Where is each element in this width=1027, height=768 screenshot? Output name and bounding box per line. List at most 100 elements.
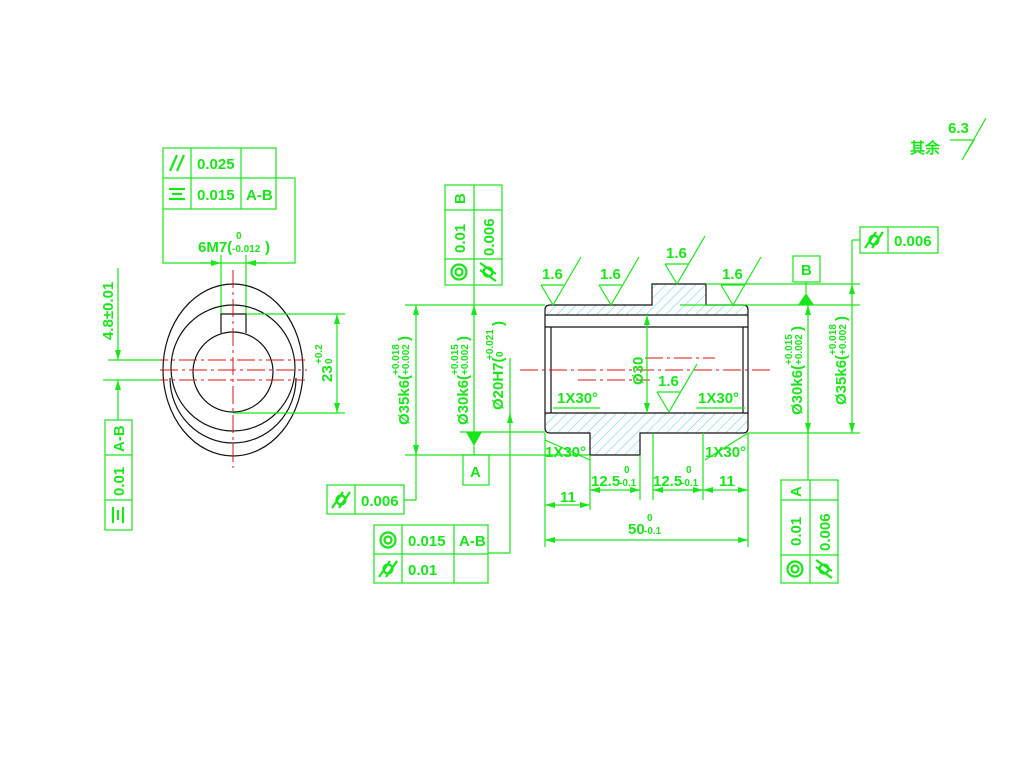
symmetry-icon — [111, 505, 125, 525]
datum-reference: B — [452, 193, 469, 204]
bore-dia-dimension: Ø30 — [630, 315, 650, 413]
datum-reference: A-B — [111, 425, 128, 452]
tolerance-upper: +0.018 — [391, 344, 402, 375]
cylindricity-icon — [814, 558, 834, 580]
chamfer-labels: 1X30° 1X30° 1X30° 1X30° — [544, 390, 749, 461]
tolerance-upper: 0 — [647, 513, 653, 524]
roughness-value: 1.6 — [658, 373, 679, 390]
dimension-text: ) — [833, 316, 850, 321]
symmetry-icon — [167, 187, 187, 201]
concentricity-icon — [786, 560, 804, 578]
datum-b: B — [792, 255, 821, 305]
roughness-symbols: 1.6 1.6 1.6 1.6 1.6 — [540, 235, 762, 414]
roughness-symbol-icon — [950, 117, 987, 161]
roughness-symbol: 1.6 — [540, 256, 582, 307]
tolerance-value: 0.01 — [111, 467, 128, 496]
datum-reference: A-B — [246, 187, 273, 204]
tolerance-lower: +0.002 — [401, 344, 412, 375]
key-depth-dimension: 23 +0.2 0 — [233, 313, 345, 414]
roughness-symbol: 1.6 — [598, 256, 640, 307]
left-view: 0.025 0.015 A-B 6M7( 0 -0.012 ) — [100, 147, 345, 531]
fcf-side-left: A-B 0.01 — [104, 419, 133, 531]
cylindricity-icon — [330, 490, 352, 510]
roughness-symbol: 1.6 — [664, 235, 706, 286]
tolerance-value: 0.01 — [408, 562, 437, 579]
dia-35-right-dimension: Ø35k6( +0.018 +0.002 ) — [828, 239, 860, 433]
cylindricity-icon — [478, 261, 498, 283]
dimension-text: 12.5 — [591, 473, 620, 490]
dia-30-right-dimension: Ø30k6( +0.015 +0.002 ) — [784, 305, 811, 480]
chamfer-label: 1X30° — [698, 390, 739, 407]
section-view: B 0.01 0.006 A Ø35k6( +0.018 — [326, 184, 939, 584]
concentricity-icon — [379, 531, 397, 549]
tolerance-value: 0.006 — [361, 493, 399, 510]
tolerance-value: 0.006 — [894, 233, 932, 250]
tolerance-value: 0.025 — [197, 156, 235, 173]
dimension-text: Ø35k6( — [396, 375, 413, 425]
datum-reference: A-B — [459, 533, 486, 550]
dia-20-dimension: Ø20H7( +0.021 0 ) — [485, 321, 513, 554]
roughness-value: 1.6 — [600, 266, 621, 283]
roughness-symbol: 1.6 — [720, 256, 762, 307]
fcf-flatness-left: 0.006 — [326, 455, 417, 515]
parallelism-icon — [168, 153, 186, 173]
dimension-text: ) — [396, 336, 413, 341]
tolerance-value: 0.01 — [788, 517, 805, 546]
centerlines — [150, 270, 307, 468]
general-roughness-label: 其余 — [910, 139, 941, 157]
tolerance-value: 0.015 — [197, 187, 235, 204]
tolerance-value: 0.01 — [452, 224, 469, 253]
dimension-text: 12.5 — [653, 473, 682, 490]
tolerance-upper: +0.015 — [450, 344, 461, 375]
fcf-right-top: 0.006 — [859, 226, 939, 254]
fcf-top-left: 0.025 0.015 A-B — [162, 147, 296, 264]
tolerance-lower: -0.1 — [619, 478, 637, 489]
tolerance-upper: 0 — [236, 231, 242, 242]
fcf-right-bottom: A 0.01 0.006 — [780, 479, 839, 584]
dimension-text: Ø35k6( — [833, 355, 850, 405]
dia-30-left-dimension: Ø30k6( +0.015 +0.002 ) — [450, 336, 472, 425]
tolerance-value: 0.006 — [817, 513, 834, 551]
datum-a: A — [460, 285, 545, 486]
tolerance-lower: 0 — [495, 351, 506, 357]
tolerance-upper: +0.015 — [784, 334, 795, 365]
dimension-text: ) — [490, 321, 507, 326]
cylindricity-icon — [377, 559, 399, 579]
tolerance-upper: 0 — [624, 465, 630, 476]
dimension-text: Ø30k6( — [455, 375, 472, 425]
tolerance-value: 0.006 — [481, 218, 498, 256]
chamfer-label: 1X30° — [557, 390, 598, 407]
datum-label: B — [801, 262, 812, 279]
dimension-text: Ø30 — [630, 357, 647, 385]
extension-lines-left — [405, 304, 590, 456]
tolerance-lower: +0.002 — [838, 324, 849, 355]
tolerance-value: 0.015 — [408, 533, 446, 550]
dimension-text: ) — [265, 239, 270, 256]
datum-label: A — [470, 464, 481, 481]
datum-reference: A — [788, 486, 805, 497]
roughness-value: 1.6 — [722, 266, 743, 283]
roughness-value: 6.3 — [948, 120, 969, 137]
tolerance-lower: 0 — [324, 358, 335, 364]
tolerance-upper: +0.021 — [485, 329, 496, 360]
tolerance-upper: +0.018 — [828, 324, 839, 355]
dimension-text: 50 — [628, 521, 645, 538]
tolerance-lower: +0.002 — [460, 344, 471, 375]
dimension-text: ) — [789, 326, 806, 331]
dimension-text: 6M7( — [198, 239, 232, 256]
tolerance-upper: +0.2 — [314, 344, 325, 364]
cylindricity-icon — [863, 230, 885, 250]
fcf-bottom: 0.015 A-B 0.01 — [373, 524, 489, 584]
length-dimensions: 11 12.5 0 -0.1 12.5 0 -0.1 11 50 0 -0.1 — [544, 433, 749, 547]
tolerance-lower: -0.1 — [681, 478, 699, 489]
roughness-value: 1.6 — [666, 245, 687, 262]
dia-35-left-dimension: Ø35k6( +0.018 +0.002 ) — [391, 305, 419, 455]
roughness-value: 1.6 — [542, 266, 563, 283]
dimension-text: ) — [455, 336, 472, 341]
dimension-text: 4.8±0.01 — [100, 282, 117, 340]
roughness-symbol: 1.6 — [656, 363, 698, 414]
dimension-text: 23 — [319, 365, 336, 382]
chamfer-label: 1X30° — [545, 444, 586, 461]
tolerance-lower: +0.002 — [794, 334, 805, 365]
